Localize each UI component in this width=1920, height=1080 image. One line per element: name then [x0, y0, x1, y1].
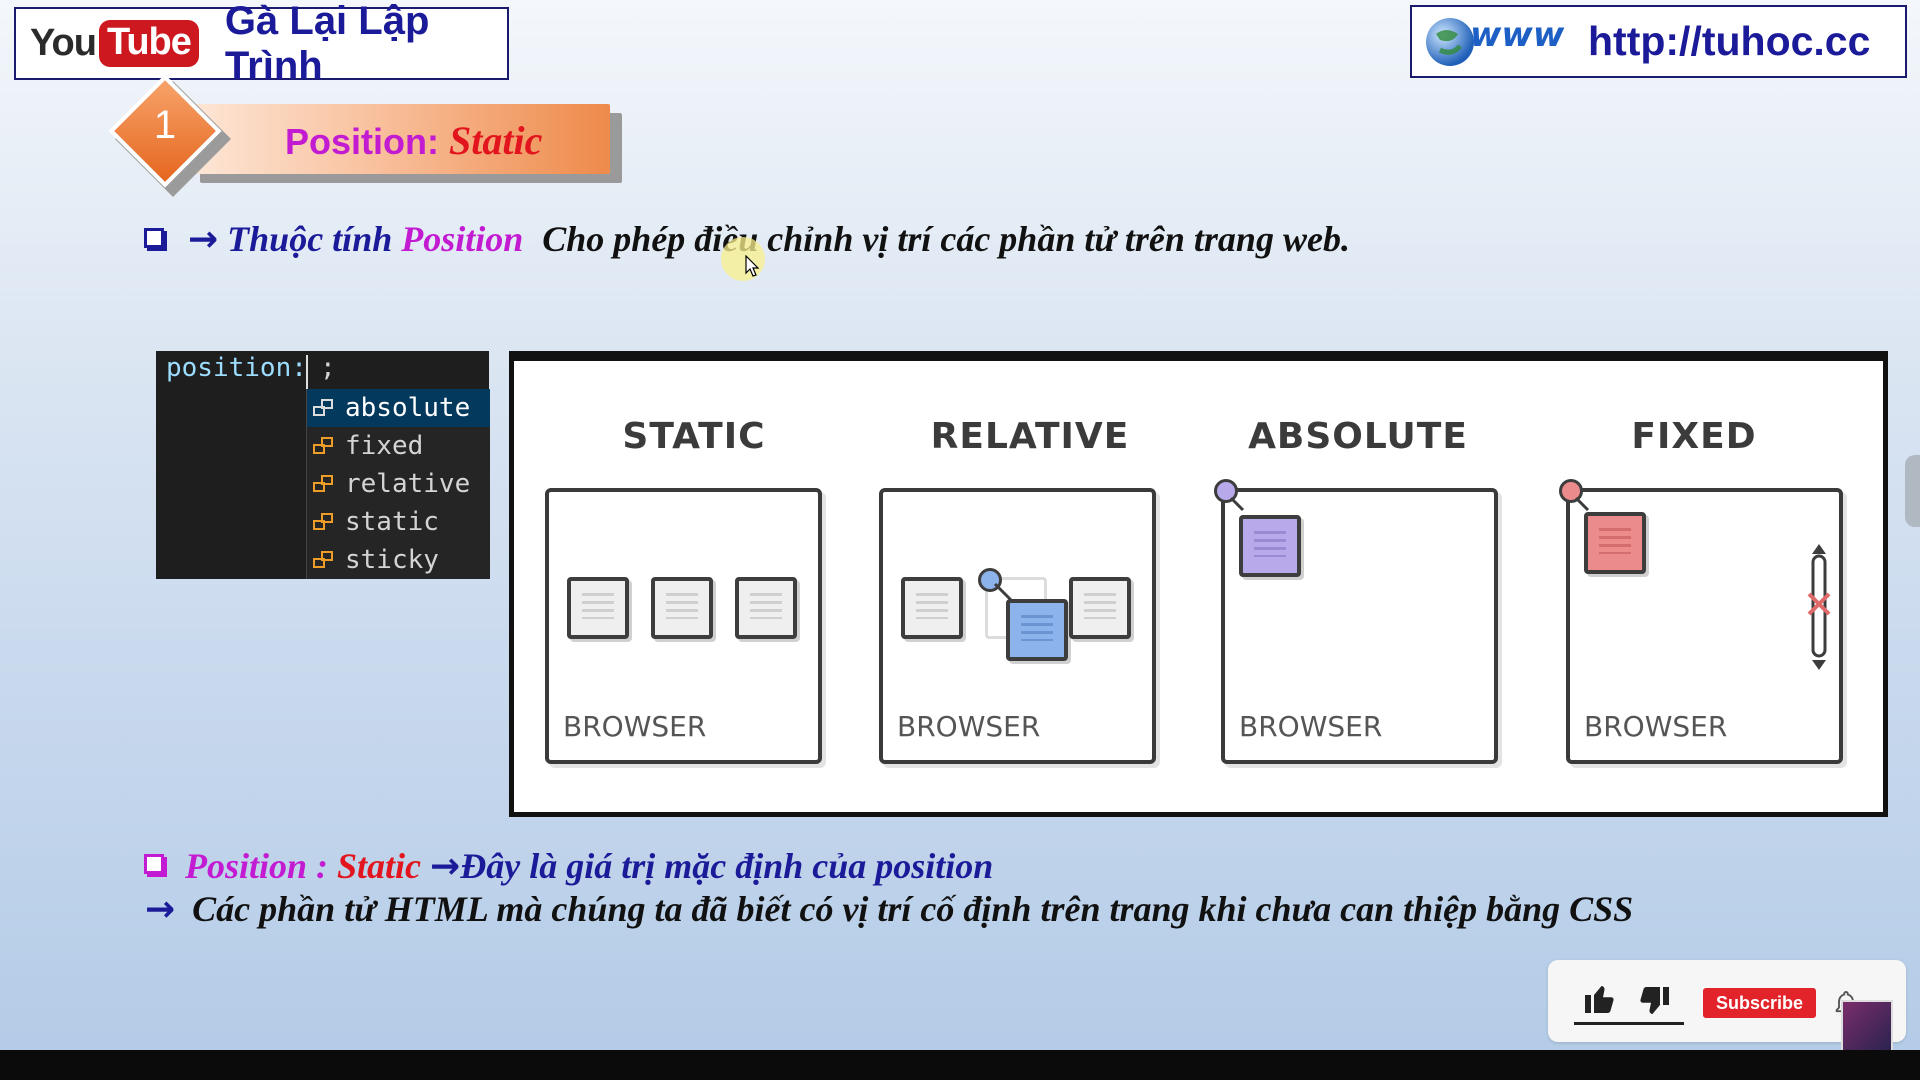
autocomplete-item-label: absolute: [345, 393, 471, 423]
intro-bullet-icon: [144, 228, 164, 248]
thumbs-down-icon[interactable]: [1636, 984, 1672, 1020]
browser-label: BROWSER: [1584, 710, 1728, 743]
channel-name: Gà Lại Lập Trình: [224, 0, 430, 88]
channel-avatar[interactable]: [1841, 1000, 1893, 1052]
element-box-relative: [1006, 599, 1068, 661]
element-box-fixed: [1584, 512, 1646, 574]
static-keyword: Position: [185, 846, 308, 886]
text-caret: [306, 355, 308, 389]
column-title-absolute: ABSOLUTE: [1248, 416, 1468, 457]
autocomplete-item-absolute[interactable]: absolute: [307, 389, 490, 427]
offset-line: [993, 582, 1015, 604]
static-value: Static: [337, 846, 422, 886]
youtube-logo: You Tube: [30, 18, 199, 70]
autocomplete-item-label: static: [345, 507, 439, 537]
element-box: [735, 577, 797, 639]
section-title-bar: [188, 104, 610, 174]
intro-line: → Thuộc tính Position Cho phép điều chỉn…: [188, 218, 1350, 260]
autocomplete-list: absolute fixed relative static sticky: [306, 389, 490, 579]
intro-text: Cho phép điều chỉnh vị trí các phần tử t…: [542, 219, 1350, 259]
element-box: [1069, 577, 1131, 639]
autocomplete-item-relative[interactable]: relative: [307, 465, 490, 503]
browser-box-fixed: BROWSER: [1559, 479, 1843, 764]
side-panel-handle[interactable]: [1905, 455, 1920, 527]
property-enum-icon: [313, 435, 335, 457]
autocomplete-item-label: sticky: [345, 545, 439, 575]
anchor-line: [1574, 496, 1590, 512]
property-enum-icon: [313, 397, 335, 419]
thumbs-up-icon[interactable]: [1582, 980, 1618, 1016]
intro-label: Thuộc tính: [227, 219, 402, 259]
youtube-channel-banner: You Tube Gà Lại Lập Trình: [14, 0, 509, 88]
website-banner: www http://tuhoc.cc: [1410, 5, 1907, 78]
arrow-right-icon: →: [188, 219, 219, 260]
static-colon: :: [307, 846, 338, 886]
mouse-pointer-icon: [745, 255, 760, 277]
position-diagram: STATIC BROWSER RELATIVE BROWSER ABSOLUTE…: [509, 351, 1888, 817]
autocomplete-item-static[interactable]: static: [307, 503, 490, 541]
static-description: Đây là giá trị mặc định của position: [460, 846, 994, 886]
static-detail-line: → Các phần tử HTML mà chúng ta đã biết c…: [145, 888, 1633, 930]
browser-label: BROWSER: [1239, 710, 1383, 743]
element-box: [567, 577, 629, 639]
browser-label: BROWSER: [563, 710, 707, 743]
static-note-line: Position : Static →Đây là giá trị mặc đị…: [185, 845, 993, 887]
browser-box-static: BROWSER: [545, 488, 822, 764]
column-title-static: STATIC: [622, 416, 766, 457]
property-enum-icon: [313, 549, 335, 571]
column-title-relative: RELATIVE: [930, 416, 1130, 457]
column-title-fixed: FIXED: [1631, 416, 1757, 457]
editor-code-line: position:: [166, 353, 307, 383]
youtube-actions-bar: Subscribe: [1548, 960, 1906, 1052]
youtube-logo-you: You: [30, 22, 97, 64]
section-number: 1: [153, 103, 177, 147]
video-bottom-bar: [0, 1050, 1920, 1080]
element-box: [901, 577, 963, 639]
autocomplete-item-label: relative: [345, 469, 471, 499]
anchor-line: [1229, 496, 1245, 512]
www-globe-icon: www: [1418, 12, 1586, 72]
browser-label: BROWSER: [897, 710, 1041, 743]
anchor-dot: [1214, 479, 1238, 503]
arrow-right-icon: →: [145, 889, 176, 930]
youtube-logo-tube: Tube: [98, 20, 199, 67]
static-bullet-icon: [144, 854, 164, 874]
autocomplete-item-fixed[interactable]: fixed: [307, 427, 490, 465]
autocomplete-item-sticky[interactable]: sticky: [307, 541, 490, 579]
like-underline: [1574, 1022, 1684, 1025]
property-enum-icon: [313, 511, 335, 533]
arrow-right-icon: →: [430, 846, 461, 887]
www-text: www: [1470, 15, 1565, 55]
mouse-cursor-highlight: [721, 237, 765, 281]
site-url[interactable]: http://tuhoc.cc: [1588, 18, 1871, 64]
browser-box-absolute: BROWSER: [1214, 479, 1498, 764]
intro-keyword: Position: [401, 219, 524, 259]
property-enum-icon: [313, 473, 335, 495]
browser-box-relative: BROWSER: [879, 488, 1156, 764]
editor-semicolon: ;: [320, 353, 336, 383]
element-box: [651, 577, 713, 639]
element-box-absolute: [1239, 515, 1301, 577]
scroll-indicator-icon: [1807, 544, 1831, 670]
section-title-value: Static: [449, 118, 543, 163]
static-detail-text: Các phần tử HTML mà chúng ta đã biết có …: [192, 889, 1634, 929]
section-title-prefix: Position:: [285, 121, 449, 162]
autocomplete-item-label: fixed: [345, 431, 424, 461]
section-title: Position: Static: [285, 117, 542, 164]
code-editor-snippet: position: ; absolute fixed relative stat…: [156, 351, 490, 579]
subscribe-button[interactable]: Subscribe: [1703, 988, 1816, 1018]
